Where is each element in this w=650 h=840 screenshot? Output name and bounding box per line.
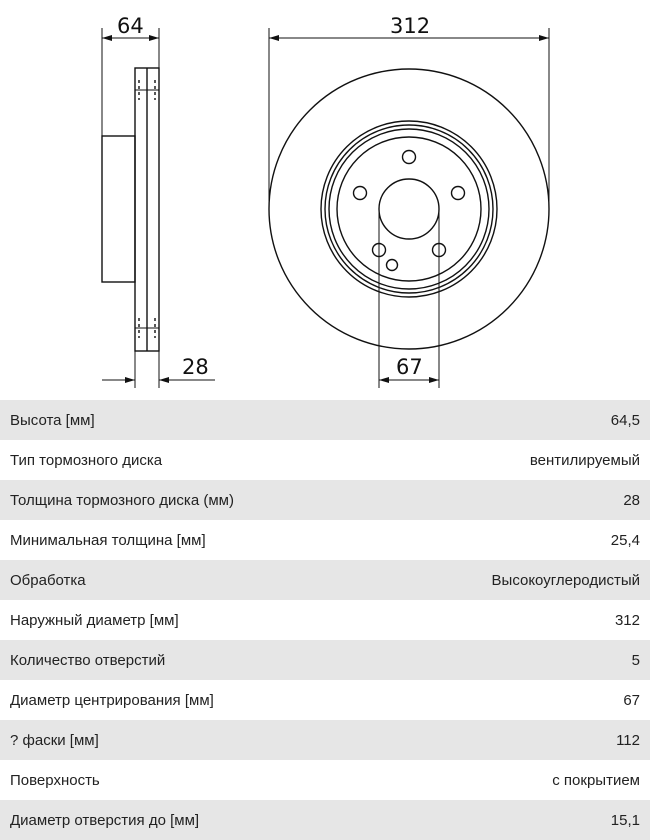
spec-value: вентилируемый xyxy=(529,451,640,469)
spec-row-center-diameter: Диаметр центрирования [мм] 67 xyxy=(0,680,650,720)
spec-row-hole-count: Количество отверстий 5 xyxy=(0,640,650,680)
spec-value: с покрытием xyxy=(552,771,640,789)
spec-row-height: Высота [мм] 64,5 xyxy=(0,400,650,440)
spec-value: 112 xyxy=(616,731,640,749)
spec-value: Высокоуглеродистый xyxy=(491,571,640,589)
front-view xyxy=(268,28,550,388)
technical-drawing: 64 312 28 67 xyxy=(101,14,550,388)
brake-disc-drawing: 64 312 28 67 xyxy=(0,0,650,400)
spec-row-disc-type: Тип тормозного диска вентилируемый xyxy=(0,440,650,480)
dim-thickness-label: 28 xyxy=(182,355,209,379)
spec-row-outer-diameter: Наружный диаметр [мм] 312 xyxy=(0,600,650,640)
spec-label: ? фаски [мм] xyxy=(10,731,99,749)
dim-width-label: 64 xyxy=(117,14,144,38)
spec-value: 28 xyxy=(623,491,640,509)
spec-label: Диаметр отверстия до [мм] xyxy=(10,811,200,829)
specs-table: Высота [мм] 64,5 Тип тормозного диска ве… xyxy=(0,400,650,840)
spec-value: 5 xyxy=(631,651,640,669)
spec-row-hole-diameter: Диаметр отверстия до [мм] 15,1 xyxy=(0,800,650,840)
dim-outer-diameter-label: 312 xyxy=(390,14,430,38)
spec-label: Минимальная толщина [мм] xyxy=(10,531,206,549)
spec-label: Поверхность xyxy=(10,771,100,789)
spec-label: Количество отверстий xyxy=(10,651,166,669)
spec-value: 25,4 xyxy=(610,531,640,549)
spec-value: 15,1 xyxy=(610,811,640,829)
dim-center-bore-label: 67 xyxy=(396,355,423,379)
spec-row-chamfer: ? фаски [мм] 112 xyxy=(0,720,650,760)
spec-value: 64,5 xyxy=(610,411,640,429)
spec-label: Обработка xyxy=(10,571,86,589)
spec-row-thickness: Толщина тормозного диска (мм) 28 xyxy=(0,480,650,520)
spec-row-treatment: Обработка Высокоуглеродистый xyxy=(0,560,650,600)
spec-label: Диаметр центрирования [мм] xyxy=(10,691,214,709)
spec-row-min-thickness: Минимальная толщина [мм] 25,4 xyxy=(0,520,650,560)
side-view xyxy=(101,28,215,388)
spec-row-surface: Поверхность с покрытием xyxy=(0,760,650,800)
spec-label: Толщина тормозного диска (мм) xyxy=(10,491,234,509)
spec-label: Тип тормозного диска xyxy=(10,451,163,469)
spec-value: 312 xyxy=(614,611,640,629)
spec-label: Наружный диаметр [мм] xyxy=(10,611,179,629)
spec-label: Высота [мм] xyxy=(10,411,95,429)
spec-value: 67 xyxy=(623,691,640,709)
